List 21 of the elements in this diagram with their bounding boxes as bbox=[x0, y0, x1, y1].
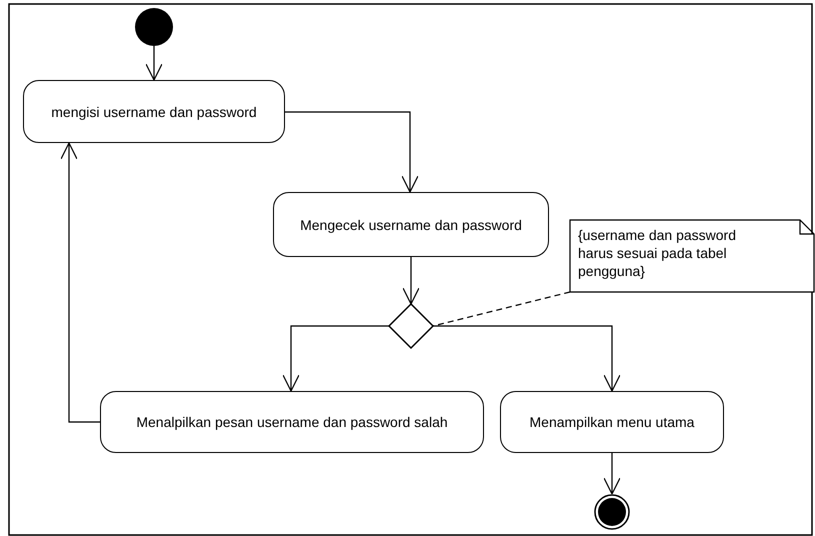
arrow bbox=[285, 111, 419, 193]
action-node bbox=[500, 391, 724, 453]
arrow bbox=[433, 325, 621, 392]
note bbox=[570, 220, 814, 292]
action-node bbox=[100, 391, 484, 453]
arrow bbox=[60, 142, 100, 423]
arrow bbox=[402, 257, 420, 305]
arrow bbox=[282, 325, 389, 392]
arrow bbox=[603, 453, 621, 495]
action-node bbox=[23, 80, 285, 143]
action-label: mengisi username dan password bbox=[51, 104, 257, 120]
action-label: Menalpilkan pesan username dan password salah bbox=[136, 414, 448, 430]
action-label: Menampilkan menu utama bbox=[530, 414, 694, 430]
dashed-connector bbox=[432, 291, 570, 327]
note-text: {username dan password harus sesuai pada tabel pengguna} bbox=[578, 226, 737, 281]
initial-node bbox=[135, 8, 173, 46]
arrow bbox=[145, 46, 163, 81]
action-label: Mengecek username dan password bbox=[300, 216, 522, 232]
decision-diamond bbox=[389, 304, 433, 348]
action-node bbox=[273, 192, 549, 257]
final-node bbox=[594, 494, 630, 530]
